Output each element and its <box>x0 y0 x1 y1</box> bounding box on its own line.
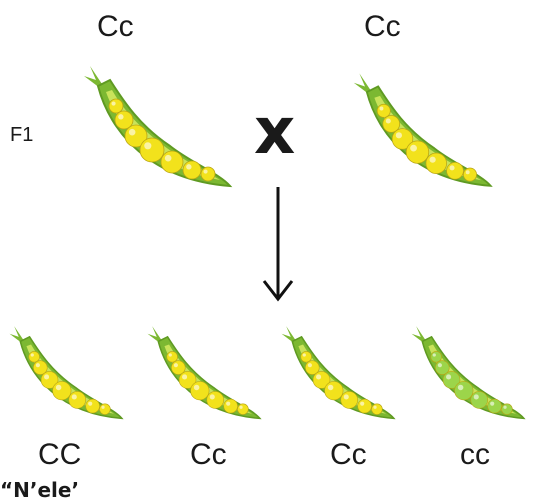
offspring-2-genotype: Cc <box>190 438 227 471</box>
pea <box>223 398 238 414</box>
cut-off-caption: “N’ele’ <box>0 478 80 502</box>
pea <box>357 398 372 414</box>
pea-pod-shape <box>281 326 396 420</box>
pea <box>340 391 358 409</box>
pea <box>430 351 442 363</box>
pea <box>139 137 165 163</box>
pea <box>200 166 216 182</box>
parent-2-genotype: Cc <box>364 10 401 43</box>
pea <box>206 391 224 409</box>
pea <box>454 381 474 401</box>
generation-label: F1 <box>10 124 34 146</box>
pea <box>446 162 464 180</box>
offspring-1-genotype: CC <box>38 438 82 471</box>
pea <box>425 152 447 174</box>
pea <box>166 351 178 363</box>
pea <box>300 351 312 363</box>
pea <box>324 381 344 401</box>
parent-1-genotype: Cc <box>97 10 134 43</box>
offspring-2-pea-pod <box>147 326 262 420</box>
parent-2-pea-pod <box>353 73 493 187</box>
parent-1-pea-pod <box>84 66 233 188</box>
pea-pod-shape <box>84 66 233 188</box>
offspring-3-genotype: Cc <box>330 438 367 471</box>
pea-pod-shape <box>411 326 526 420</box>
offspring-4-pea-pod <box>411 326 526 420</box>
offspring-1-pea-pod <box>9 326 124 420</box>
pea <box>376 103 391 118</box>
pea <box>237 403 249 415</box>
pea-pod-shape <box>147 326 262 420</box>
pea <box>160 150 184 174</box>
pea <box>28 351 40 363</box>
pea-pod-shape <box>9 326 124 420</box>
offspring-3-pea-pod <box>281 326 396 420</box>
pea <box>182 160 202 180</box>
pea-pod-shape <box>353 73 493 187</box>
pea <box>371 403 383 415</box>
pea <box>52 381 72 401</box>
down-arrow-icon <box>262 187 294 302</box>
offspring-4-genotype: cc <box>460 438 490 471</box>
pea <box>470 391 488 409</box>
pea <box>405 140 430 164</box>
pea <box>190 381 210 401</box>
pea <box>85 398 100 414</box>
pea <box>108 98 124 114</box>
pea <box>68 391 86 409</box>
pea <box>99 403 111 415</box>
cross-symbol: x <box>254 95 296 169</box>
pea <box>487 398 502 414</box>
pea <box>463 167 477 182</box>
pea <box>501 403 513 415</box>
